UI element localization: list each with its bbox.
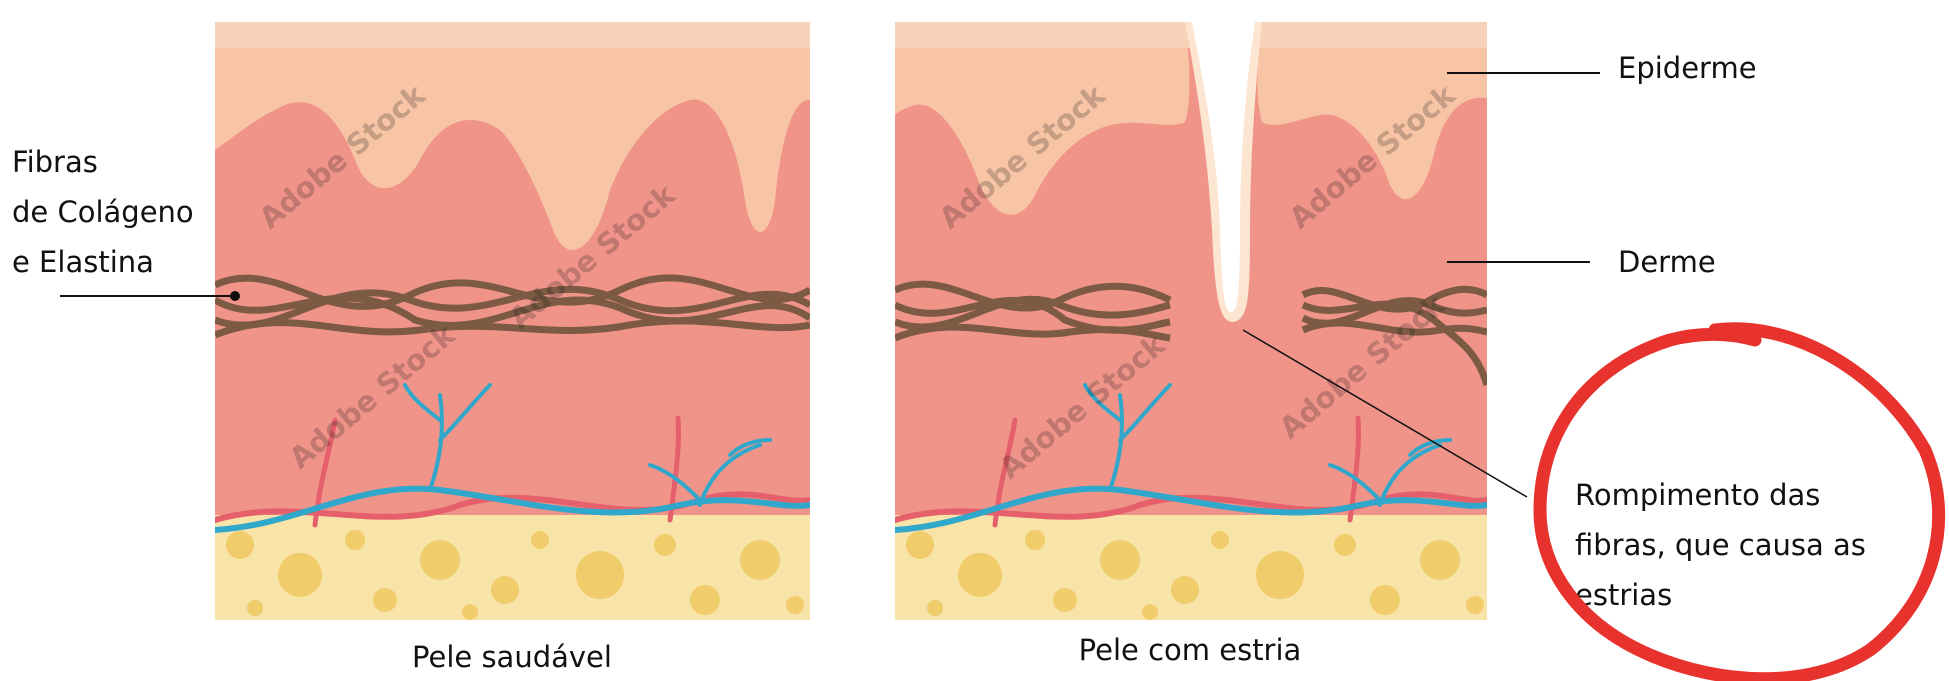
- healthy-skin-caption: Pele saudável: [412, 640, 612, 674]
- epidermis-label: Epiderme: [1618, 51, 1757, 85]
- dermis-label: Derme: [1618, 245, 1716, 279]
- stretch-mark-skin-caption: Pele com estria: [1079, 633, 1302, 667]
- fibers-label-line1: Fibras: [12, 145, 98, 179]
- epidermis-surface: [215, 22, 810, 48]
- fibers-leader-dot: [231, 292, 239, 300]
- healthy-skin-panel: Adobe Stock Adobe Stock Adobe Stock: [215, 22, 810, 620]
- rupture-label-line1: Rompimento das: [1575, 478, 1820, 512]
- stretch-mark-skin-panel: Adobe Stock Adobe Stock Adobe Stock Adob…: [895, 22, 1487, 620]
- rupture-label-line2: fibras, que causa as: [1575, 528, 1866, 562]
- rupture-label-line3: estrias: [1575, 578, 1672, 612]
- fibers-label-line2: de Colágeno: [12, 195, 194, 229]
- fibers-label-line3: e Elastina: [12, 245, 154, 279]
